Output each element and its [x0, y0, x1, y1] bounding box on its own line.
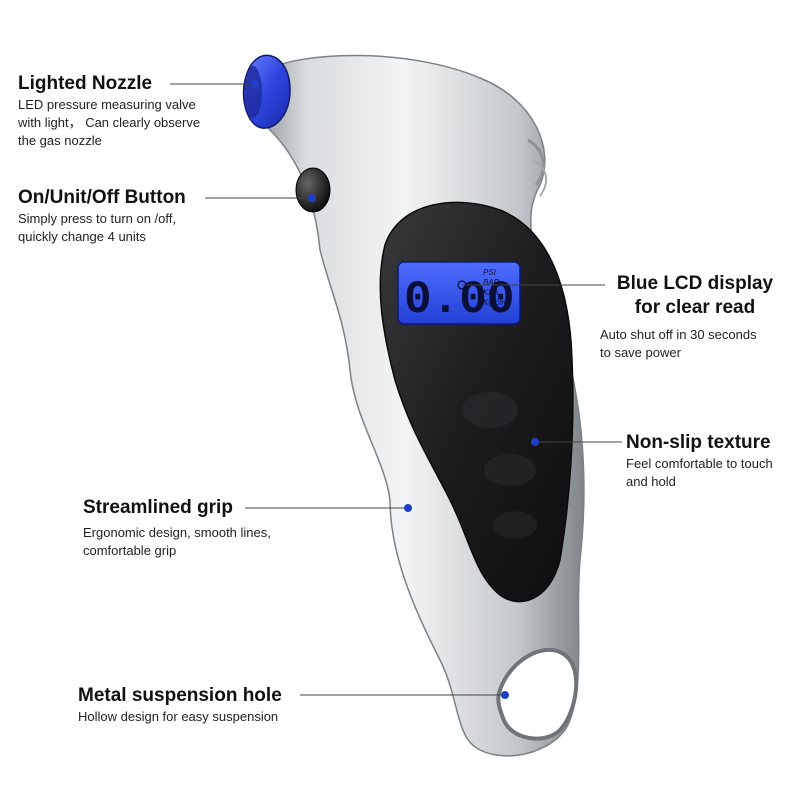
callout-desc: Auto shut off in 30 seconds to save powe… [600, 327, 757, 360]
callout-lighted-nozzle: Lighted Nozzle LED pressure measuring va… [18, 72, 200, 150]
grip-ridge [527, 138, 545, 186]
dot-grip [404, 504, 412, 512]
lcd-screen [397, 261, 521, 325]
lcd-unit-bar: BAR [483, 278, 500, 287]
callout-title: Non-slip texture [626, 432, 771, 453]
callout-desc: Simply press to turn on /off, quickly ch… [18, 211, 176, 244]
callout-desc: LED pressure measuring valve with light，… [18, 97, 201, 148]
callout-desc: Ergonomic design, smooth lines, comforta… [83, 525, 271, 558]
lcd-unit-labels: PSI BAR KPA Kg/cm² [483, 268, 509, 307]
callout-desc: Feel comfortable to touch and hold [626, 456, 773, 489]
dot-button [308, 194, 316, 202]
callout-lcd-display: Blue LCD display for clear read Auto shu… [600, 272, 790, 362]
callout-desc: Hollow design for easy suspension [78, 709, 279, 724]
texture-bump [493, 511, 537, 539]
lcd-unit-psi: PSI [483, 268, 497, 277]
grip-ridge [531, 159, 548, 197]
texture-bump [484, 454, 536, 486]
dot-hole [501, 691, 509, 699]
leader-lines [170, 83, 622, 696]
texture-bump [462, 392, 518, 428]
dot-nozzle [251, 80, 259, 88]
power-button [295, 167, 331, 213]
dot-texture [531, 438, 539, 446]
callout-dots [251, 80, 539, 699]
lcd-unit-kpa: KPA [483, 288, 498, 297]
dot-lcd [457, 280, 467, 290]
suspension-hole [496, 648, 579, 741]
callout-suspension-hole: Metal suspension hole Hollow design for … [78, 684, 282, 726]
callout-title: Streamlined grip [83, 497, 233, 518]
callout-nonslip-texture: Non-slip texture Feel comfortable to tou… [626, 431, 773, 491]
callout-title: Lighted Nozzle [18, 73, 153, 94]
callout-power-button: On/Unit/Off Button Simply press to turn … [18, 186, 186, 246]
callout-title: Metal suspension hole [78, 685, 282, 706]
lcd-unit-kgcm: Kg/cm² [483, 298, 509, 307]
callout-title: On/Unit/Off Button [18, 187, 186, 208]
callout-title: Blue LCD display for clear read [616, 273, 774, 318]
nozzle-tip [244, 66, 262, 118]
callout-streamlined-grip: Streamlined grip Ergonomic design, smoot… [83, 496, 271, 560]
